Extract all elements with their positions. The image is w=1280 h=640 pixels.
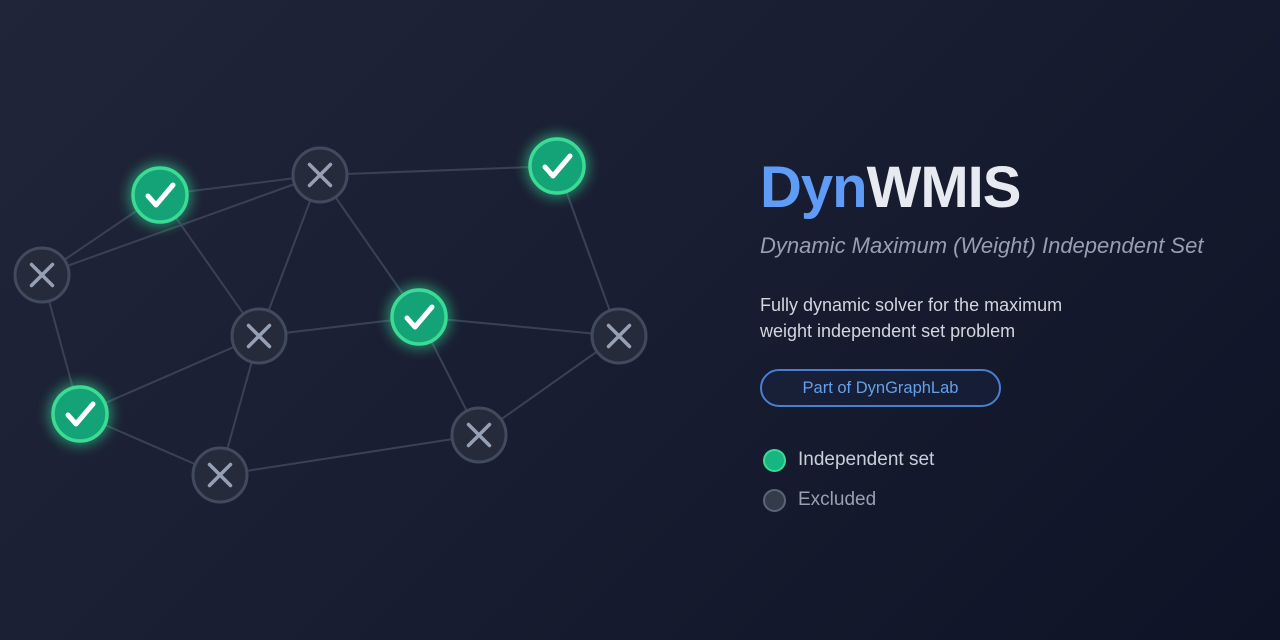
graph-node-excluded[interactable] — [13, 246, 71, 304]
graph-canvas — [13, 134, 648, 504]
x-icon — [207, 462, 233, 488]
x-icon — [606, 323, 632, 349]
legend-item-independent-set: Independent set — [763, 448, 934, 472]
subtitle: Dynamic Maximum (Weight) Independent Set — [760, 233, 1204, 258]
graph-edge — [41, 174, 321, 276]
graph-node-excluded[interactable] — [590, 307, 648, 365]
graph-node-excluded[interactable] — [230, 307, 288, 365]
description: Fully dynamic solver for the maximum wei… — [760, 292, 1062, 344]
graph-edge — [319, 165, 558, 176]
legend-item-excluded: Excluded — [763, 488, 934, 512]
graph-edge — [219, 434, 480, 476]
graph-edge — [79, 335, 260, 415]
x-icon — [307, 162, 333, 188]
x-icon — [246, 323, 272, 349]
title-rest: WMIS — [866, 155, 1022, 220]
graph-node-excluded[interactable] — [291, 146, 349, 204]
graph-edge — [478, 335, 620, 436]
check-icon — [404, 304, 435, 330]
check-icon — [65, 401, 96, 427]
graph-node-excluded[interactable] — [191, 446, 249, 504]
excluded-node-swatch — [763, 488, 786, 512]
check-icon — [542, 153, 573, 179]
page-title: DynWMIS — [760, 159, 1021, 217]
graph-node-included[interactable] — [387, 285, 451, 349]
graph-node-excluded[interactable] — [450, 406, 508, 464]
graph-node-included[interactable] — [128, 163, 192, 227]
x-icon — [466, 422, 492, 448]
check-icon — [145, 182, 176, 208]
dyngraphlab-badge-button[interactable]: Part of DynGraphLab — [760, 369, 1001, 407]
description-line-1: Fully dynamic solver for the maximum — [760, 295, 1063, 315]
description-line-2: weight independent set problem — [760, 321, 1016, 341]
graph-node-included[interactable] — [48, 382, 112, 446]
graph-edge — [258, 174, 321, 337]
x-icon — [29, 262, 55, 288]
legend-label-independent-set: Independent set — [798, 449, 935, 470]
included-node-swatch — [763, 448, 786, 472]
graph-edge — [418, 316, 620, 337]
legend: Independent set Excluded — [763, 448, 934, 528]
legend-label-excluded: Excluded — [798, 489, 877, 510]
title-accent: Dyn — [760, 155, 868, 220]
graph-node-included[interactable] — [525, 134, 589, 198]
